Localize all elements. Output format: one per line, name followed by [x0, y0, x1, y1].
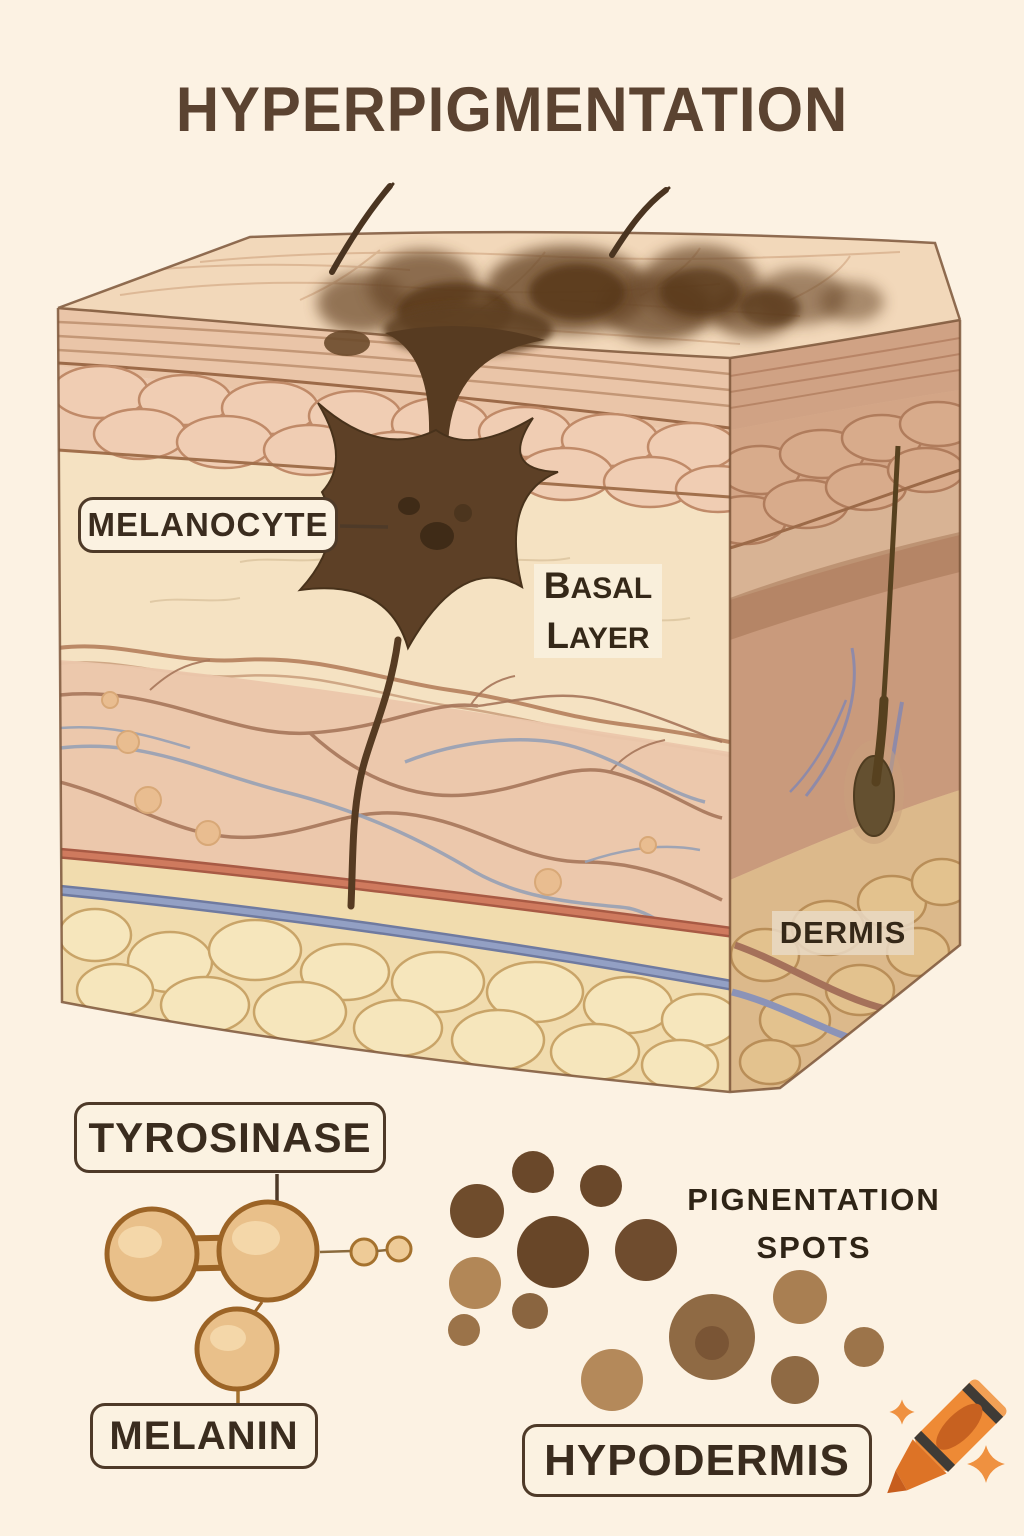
basal-layer-label-line2: LAYER [546, 615, 650, 656]
pigmentation-spot [773, 1270, 827, 1324]
basal-layer-label-line1: BASAL [543, 565, 653, 607]
sparkle-icon [889, 1399, 1005, 1483]
melanocyte-cell [297, 304, 559, 910]
pigmentation-spot [581, 1349, 643, 1411]
pigmentation-spots-heading-line2: SPOTS [756, 1230, 872, 1266]
dermis-label: DERMIS [772, 911, 914, 955]
right-face-epidermis-cells [730, 400, 960, 546]
skin-block-outline [56, 230, 962, 1094]
hypodermis-label-text: HYPODERMIS [544, 1435, 850, 1485]
tyrosinase-molecule [104, 1199, 413, 1392]
crayon-icon [887, 1379, 1007, 1494]
tyrosinase-label-text: TYROSINASE [88, 1113, 372, 1161]
skin-front-face [58, 308, 730, 1092]
basal-layer-label: BASAL LAYER [534, 564, 662, 658]
pigmentation-spot [512, 1293, 548, 1329]
pigmentation-spot [517, 1216, 589, 1288]
pigmentation-spot [449, 1257, 501, 1309]
melanocyte-nucleus-spots [398, 497, 472, 550]
dermis-dots [101, 691, 657, 896]
pigmentation-spots-heading-line1: PIGNENTATION [687, 1182, 941, 1217]
melanin-label: MELANIN [90, 1403, 318, 1469]
hypodermis-fat-cells [58, 907, 730, 1092]
hypodermis-label: HYPODERMIS [522, 1424, 872, 1497]
melanocyte-connector-line [339, 524, 389, 529]
melanocyte-label-text: MELANOCYTE [87, 506, 329, 543]
pigmentation-spot [512, 1151, 554, 1193]
page-title: HYPERPIGMENTATION [175, 75, 849, 145]
hair-follicle [844, 445, 904, 844]
small-molecule-2 [385, 1235, 413, 1263]
pigmentation-spot [695, 1326, 729, 1360]
surface-pigment-patch [317, 245, 884, 342]
stratum-corneum-layer [58, 308, 730, 432]
melanocyte-label: MELANOCYTE [78, 497, 338, 553]
pigmentation-spot [448, 1314, 480, 1346]
skin-right-face [730, 320, 960, 1092]
pigmentation-spot [844, 1327, 884, 1367]
dermis-vessels-brown [59, 659, 723, 902]
pigmentation-spot [580, 1165, 622, 1207]
pigmentation-spot [771, 1356, 819, 1404]
melanin-funnel [385, 325, 545, 455]
dermis-label-text: DERMIS [779, 915, 907, 950]
pigmentation-spot [615, 1219, 677, 1281]
pigmentation-spots-heading: PIGNENTATION SPOTS [666, 1176, 962, 1272]
pigmentation-spot [450, 1184, 504, 1238]
small-molecule-1 [349, 1237, 379, 1267]
hair-shafts [329, 182, 671, 275]
tyrosinase-label: TYROSINASE [74, 1102, 386, 1173]
pigmentation-spots-cluster [448, 1151, 884, 1411]
melanin-label-text: MELANIN [109, 1413, 299, 1458]
